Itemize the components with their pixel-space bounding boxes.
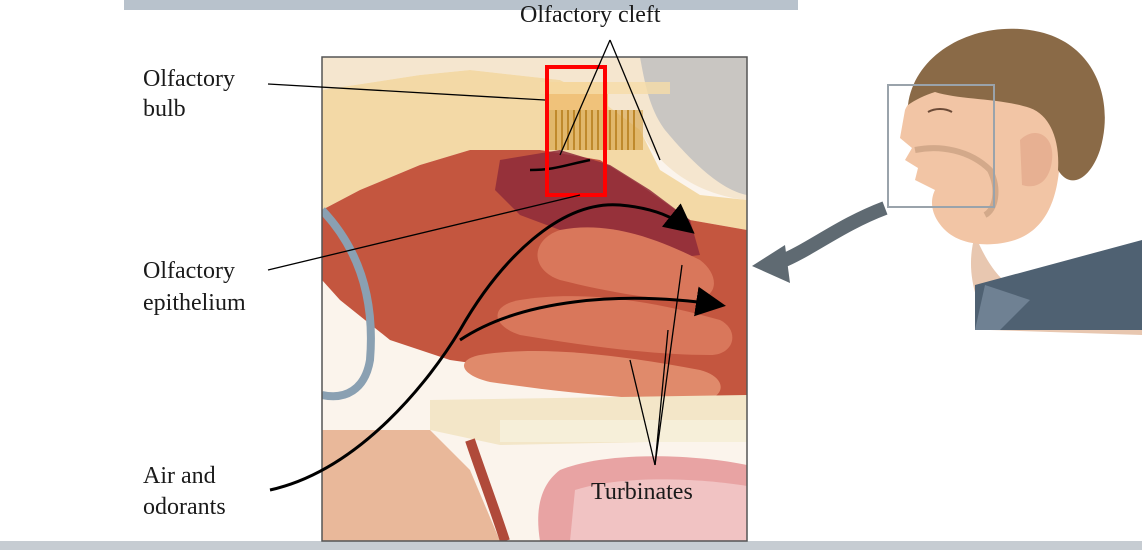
label-olfactory-cleft: Olfactory cleft: [520, 2, 661, 28]
zoom-box: [887, 84, 995, 208]
label-olfactory-bulb-line2: bulb: [143, 96, 186, 122]
top-banner-strip: [124, 0, 798, 10]
airflow-arrow-lower: [459, 286, 726, 342]
airflow-arrow-cleft: [529, 158, 591, 172]
label-turbinates: Turbinates: [591, 479, 693, 505]
head-illustration: [900, 28, 1142, 335]
label-air-odorants-line1: Air and: [143, 463, 216, 489]
label-olfactory-epithelium-line2: epithelium: [143, 290, 246, 316]
airflow-arrow-upper: [269, 203, 695, 492]
nasal-cross-section: [322, 57, 747, 541]
bottom-banner-strip: [0, 541, 1142, 550]
zoom-arrow-head: [752, 245, 790, 283]
label-air-odorants-line2: odorants: [143, 494, 226, 520]
label-olfactory-bulb-line1: Olfactory: [143, 66, 235, 92]
section-frame: [321, 56, 748, 542]
zoom-arrow: [777, 201, 888, 269]
leader-lines: [267, 39, 683, 466]
highlight-box: [545, 65, 607, 197]
label-olfactory-epithelium-line1: Olfactory: [143, 258, 235, 284]
